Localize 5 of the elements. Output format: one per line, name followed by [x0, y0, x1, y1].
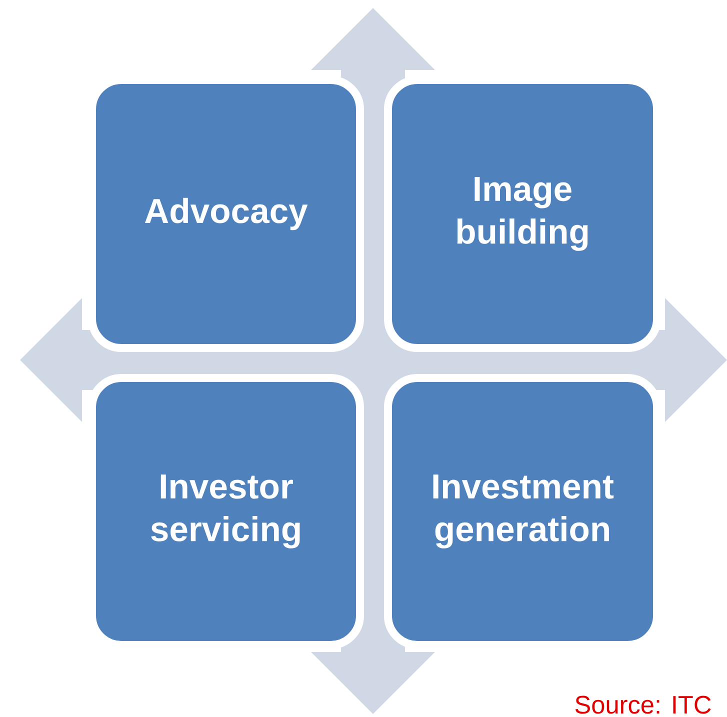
source-note: Source: ITC: [575, 696, 711, 714]
rounded-box: Image building: [384, 76, 662, 352]
rounded-box: Advocacy: [88, 76, 364, 352]
rounded-box: Investor servicing: [88, 374, 364, 649]
rounded-box: Investment generation: [384, 374, 662, 649]
